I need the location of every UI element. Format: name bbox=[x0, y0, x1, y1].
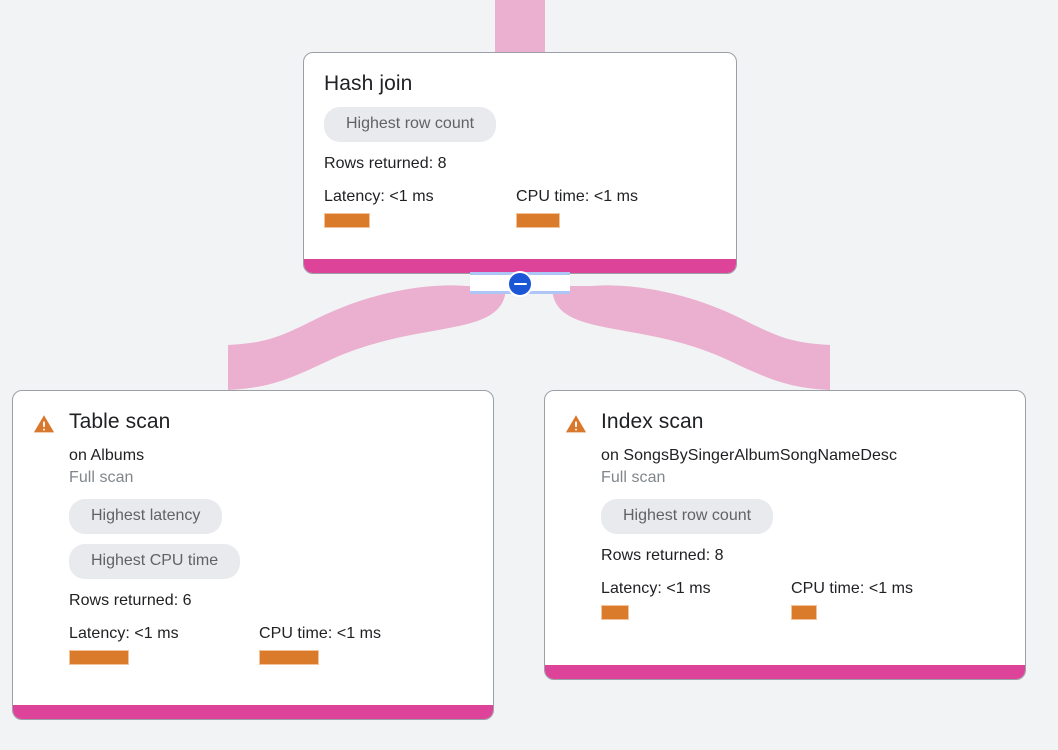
rows-returned: Rows returned: 8 bbox=[324, 155, 447, 172]
metric-cpu-time-bar bbox=[791, 605, 817, 620]
node-accent-bar bbox=[304, 259, 736, 273]
node-index-scan-chips: Highest row count bbox=[601, 489, 913, 534]
metric-cpu-time: CPU time: <1 ms bbox=[791, 579, 913, 620]
node-hash-join-body: Hash join Highest row count Rows returne… bbox=[304, 53, 736, 236]
edge-to-index-scan bbox=[552, 285, 830, 390]
metric-cpu-time-bar bbox=[259, 650, 319, 665]
metric-latency: Latency: <1 ms bbox=[324, 187, 516, 228]
node-table-scan-header: Table scan on Albums Full scan Highest l… bbox=[33, 409, 473, 665]
rows-returned: Rows returned: 8 bbox=[601, 547, 724, 564]
edge-incoming-stub bbox=[495, 0, 545, 52]
collapse-rail-left bbox=[470, 272, 518, 294]
node-title: Index scan bbox=[601, 410, 704, 433]
node-table-scan[interactable]: Table scan on Albums Full scan Highest l… bbox=[12, 390, 494, 720]
metric-latency: Latency: <1 ms bbox=[601, 579, 791, 620]
minus-circle-icon[interactable] bbox=[507, 271, 533, 297]
chip-highest-cpu-time[interactable]: Highest CPU time bbox=[69, 544, 241, 579]
node-index-scan[interactable]: Index scan on SongsBySingerAlbumSongName… bbox=[544, 390, 1026, 680]
metric-latency-bar bbox=[69, 650, 129, 665]
node-index-scan-metrics: Latency: <1 ms CPU time: <1 ms bbox=[601, 579, 913, 620]
node-subtitle: on Albums bbox=[69, 447, 145, 464]
chip-highest-latency[interactable]: Highest latency bbox=[69, 499, 223, 534]
node-table-scan-body: Table scan on Albums Full scan Highest l… bbox=[13, 391, 493, 673]
node-scan-type: Full scan bbox=[69, 469, 134, 486]
node-hash-join-text: Hash join Highest row count Rows returne… bbox=[324, 71, 638, 228]
node-title: Table scan bbox=[69, 410, 171, 433]
metric-cpu-time-bar bbox=[516, 213, 560, 228]
node-table-scan-chips: Highest latency Highest CPU time bbox=[69, 489, 381, 579]
metric-latency-label: Latency: <1 ms bbox=[324, 188, 434, 205]
collapse-control[interactable] bbox=[470, 271, 570, 297]
warning-triangle-icon bbox=[33, 415, 55, 433]
node-accent-bar bbox=[545, 665, 1025, 679]
chip-highest-row-count[interactable]: Highest row count bbox=[601, 499, 774, 534]
metric-latency-label: Latency: <1 ms bbox=[69, 625, 179, 642]
metric-cpu-time-label: CPU time: <1 ms bbox=[516, 188, 639, 205]
metric-cpu-time-label: CPU time: <1 ms bbox=[791, 580, 914, 597]
metric-cpu-time-label: CPU time: <1 ms bbox=[259, 625, 382, 642]
node-accent-bar bbox=[13, 705, 493, 719]
node-scan-type: Full scan bbox=[601, 469, 666, 486]
minus-glyph bbox=[513, 282, 527, 286]
metric-latency-bar bbox=[324, 213, 370, 228]
node-index-scan-text: Index scan on SongsBySingerAlbumSongName… bbox=[601, 409, 913, 620]
node-table-scan-metrics: Latency: <1 ms CPU time: <1 ms bbox=[69, 624, 381, 665]
node-table-scan-text: Table scan on Albums Full scan Highest l… bbox=[69, 409, 381, 665]
node-hash-join-metrics: Latency: <1 ms CPU time: <1 ms bbox=[324, 187, 638, 228]
metric-cpu-time: CPU time: <1 ms bbox=[259, 624, 381, 665]
chip-highest-row-count[interactable]: Highest row count bbox=[324, 107, 497, 142]
metric-latency-bar bbox=[601, 605, 629, 620]
node-index-scan-body: Index scan on SongsBySingerAlbumSongName… bbox=[545, 391, 1025, 628]
metric-latency-label: Latency: <1 ms bbox=[601, 580, 711, 597]
node-index-scan-header: Index scan on SongsBySingerAlbumSongName… bbox=[565, 409, 1005, 620]
node-hash-join-chips: Highest row count bbox=[324, 97, 638, 142]
metric-latency: Latency: <1 ms bbox=[69, 624, 259, 665]
collapse-rail-right bbox=[522, 272, 570, 294]
node-hash-join[interactable]: Hash join Highest row count Rows returne… bbox=[303, 52, 737, 274]
metric-cpu-time: CPU time: <1 ms bbox=[516, 187, 638, 228]
node-subtitle: on SongsBySingerAlbumSongNameDesc bbox=[601, 447, 898, 464]
node-hash-join-header: Hash join Highest row count Rows returne… bbox=[324, 71, 716, 228]
node-title: Hash join bbox=[324, 72, 413, 95]
warning-triangle-icon bbox=[565, 415, 587, 433]
rows-returned: Rows returned: 6 bbox=[69, 592, 192, 609]
edge-to-table-scan bbox=[228, 285, 506, 390]
